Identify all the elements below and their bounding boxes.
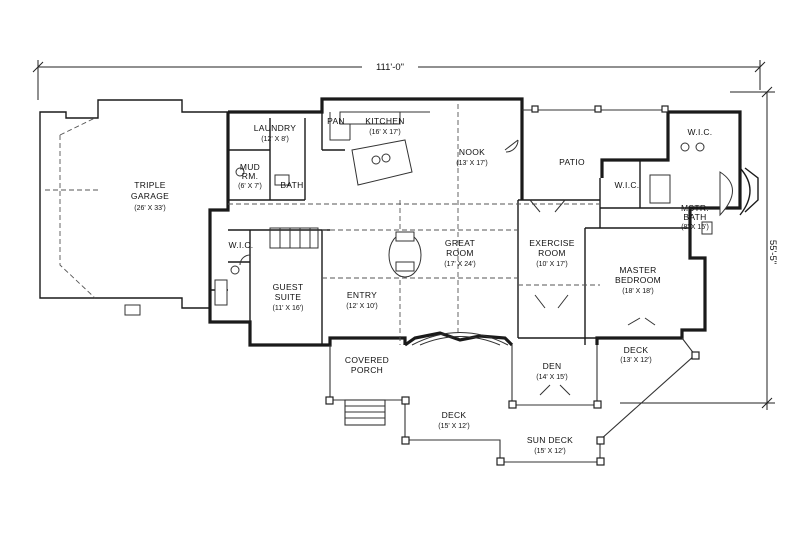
pantry-label: PAN — [327, 116, 345, 126]
deck-right-size: (13' X 12') — [620, 357, 651, 364]
exercise-label-2: ROOM — [538, 248, 566, 258]
master-bedroom-label-2: BEDROOM — [615, 275, 661, 285]
kitchen-island — [351, 139, 413, 186]
master-bath-size: (8' X 15') — [681, 224, 709, 231]
deck-front-size: (15' X 12') — [438, 423, 469, 430]
great-room-table — [388, 231, 422, 278]
wic-label-master: W.I.C. — [688, 127, 713, 137]
exercise-label-1: EXERCISE — [529, 238, 574, 248]
interior-walls — [228, 112, 690, 345]
covered-porch-label-1: COVERED — [345, 355, 389, 365]
den-size: (14' X 15') — [536, 374, 567, 381]
patio — [522, 105, 669, 113]
garage-label-1: TRIPLE — [134, 180, 166, 190]
entry-size: (12' X 10') — [346, 303, 377, 310]
covered-porch-label-2: PORCH — [351, 365, 383, 375]
mud-label-2: RM. — [242, 171, 258, 181]
garage-step — [124, 304, 141, 316]
master-bedroom-size: (18' X 18') — [622, 288, 653, 295]
garage-size: (26' X 33') — [134, 205, 165, 212]
overall-depth-label: 55'-5" — [767, 240, 778, 264]
mud-label-1: MUD — [240, 162, 260, 172]
exercise-size: (10' X 17') — [536, 261, 567, 268]
guest-suite-label-2: SUITE — [275, 292, 302, 302]
deck-front-label: DECK — [442, 410, 467, 420]
laundry-size: (12' X 8') — [261, 136, 289, 143]
wic-label-center: W.I.C. — [615, 180, 640, 190]
exterior-walls — [208, 97, 742, 347]
wic-label-guest: W.I.C. — [229, 240, 254, 250]
garage-label-2: GARAGE — [131, 191, 169, 201]
den-label: DEN — [543, 361, 562, 371]
master-tub — [719, 171, 733, 217]
depth-dimension: 55'-5" — [620, 86, 778, 410]
front-decks — [325, 337, 700, 466]
patio-label: PATIO — [559, 157, 585, 167]
bath-label: BATH — [280, 180, 303, 190]
kitchen-fixtures — [329, 111, 430, 186]
beam-lines — [228, 104, 600, 345]
mud-size: (6' X 7') — [238, 183, 262, 190]
great-room-label-2: ROOM — [446, 248, 474, 258]
laundry-label: LAUNDRY — [254, 123, 297, 133]
sun-deck-size: (15' X 12') — [534, 448, 565, 455]
guest-suite-size: (11' X 16') — [273, 305, 304, 312]
bath-fixtures — [214, 142, 733, 306]
master-bath-label-2: BATH — [683, 212, 706, 222]
nook-label: NOOK — [459, 147, 485, 157]
stairs — [269, 227, 509, 346]
deck-right-label: DECK — [624, 345, 649, 355]
kitchen-size: (16' X 17') — [369, 129, 400, 136]
great-room-label-1: GREAT — [445, 238, 475, 248]
master-bedroom-label-1: MASTER — [619, 265, 656, 275]
width-dimension: 111'-0" — [32, 60, 766, 100]
overall-width-label: 111'-0" — [376, 62, 404, 73]
doors — [239, 139, 656, 396]
great-room-size: (17' X 24') — [444, 261, 475, 268]
nook-size: (13' X 17') — [456, 160, 487, 167]
garage-outline — [39, 99, 228, 316]
kitchen-label: KITCHEN — [365, 116, 404, 126]
room-labels: TRIPLE GARAGE (26' X 33') LAUNDRY (12' X… — [131, 116, 713, 455]
master-bath-label-1: MSTR. — [681, 203, 709, 213]
bay-windows — [739, 167, 759, 216]
sun-deck-label: SUN DECK — [527, 435, 573, 445]
guest-suite-label-1: GUEST — [273, 282, 304, 292]
entry-label: ENTRY — [347, 290, 377, 300]
